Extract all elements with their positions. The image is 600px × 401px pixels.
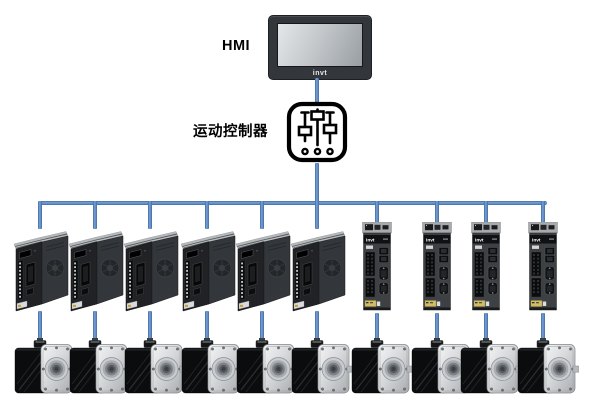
hmi-touch-panel-icon: invt [268,15,372,80]
servo-drive-large-icon [123,231,179,312]
servo-drive-slim-icon [362,222,392,311]
motor-cable-line [93,311,97,342]
bus-drop-line [93,201,97,229]
servo-drive-large-icon [290,231,346,312]
motor-cable-line [260,311,264,342]
motor-cable-line [148,311,152,342]
bus-drop-line [541,201,545,223]
drive-channel [63,201,131,397]
motor-cable-line [315,311,319,342]
drive-channel [512,201,579,397]
drive-channel [175,201,243,397]
bus-drop-line [38,201,42,229]
servo-motor-icon [351,338,413,394]
bus-drop-line [315,201,319,229]
servo-motor-icon [517,338,579,394]
bus-drop-line [205,201,209,229]
hmi-screen [277,23,363,67]
hmi-brand-logo: invt [312,70,328,77]
bus-drop-line [260,201,264,229]
drive-channel [230,201,298,397]
servo-drive-slim-icon [422,222,452,311]
motion-controller-sliders-icon [286,101,348,163]
drive-channel [346,201,413,397]
drive-channel [406,201,473,397]
hmi-controller-link-line [315,78,319,103]
motor-cable-line [205,311,209,342]
hmi-label: HMI [222,38,251,54]
servo-drive-slim-icon [528,222,558,311]
drive-channel [285,201,353,397]
servo-drive-slim-icon [471,222,501,311]
controller-label: 运动控制器 [193,124,268,140]
motor-cable-line [484,313,488,341]
bus-drop-line [484,201,488,223]
bus-drop-line [375,201,379,223]
controller-bus-link-line [315,163,319,205]
drive-channel [8,201,76,397]
drive-channel [118,201,186,397]
motor-cable-line [541,313,545,341]
bus-drop-line [148,201,152,229]
drive-channel [455,201,522,397]
motor-cable-line [38,311,42,342]
servo-motor-icon [291,338,353,394]
bus-drop-line [435,201,439,223]
motor-cable-line [375,313,379,341]
fieldbus-line [38,201,547,205]
motor-cable-line [435,313,439,341]
